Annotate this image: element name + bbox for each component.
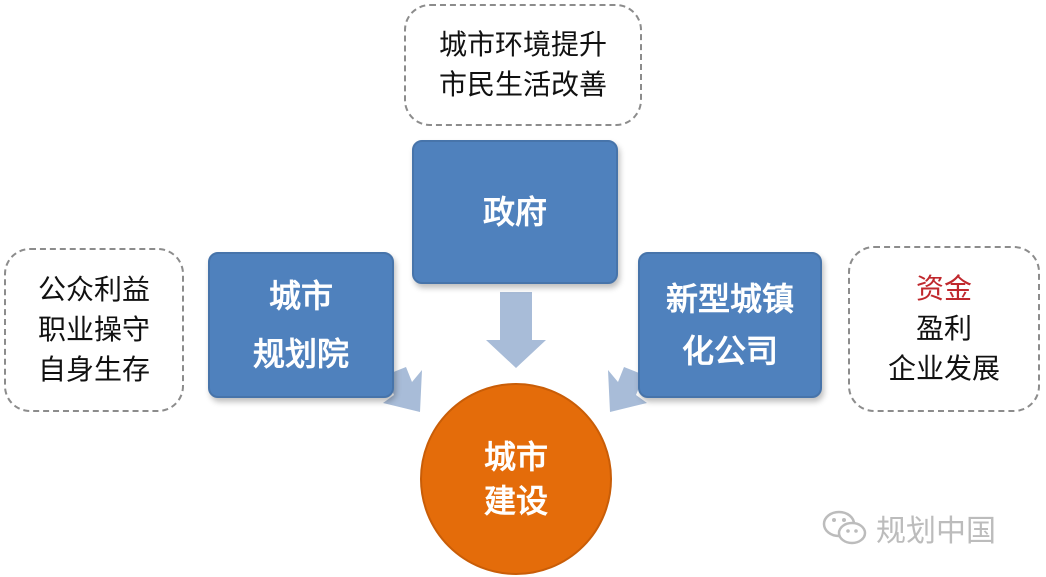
top-note-line: 城市环境提升: [438, 28, 607, 61]
planning-institute-box: 城市 规划院: [208, 252, 394, 398]
planning-institute-line: 规划院: [252, 335, 349, 373]
arrow-down-icon: [486, 292, 546, 368]
government-label: 政府: [482, 193, 547, 231]
right-note-line-highlight: 资金: [915, 272, 972, 305]
right-note: 资金 盈利 企业发展: [848, 246, 1040, 412]
left-note: 公众利益 职业操守 自身生存: [4, 248, 184, 412]
right-note-line: 企业发展: [887, 352, 1000, 385]
city-construction-line: 建设: [483, 482, 548, 520]
city-construction-line: 城市: [483, 438, 548, 476]
top-note-line: 市民生活改善: [438, 68, 607, 101]
urbanization-company-line: 新型城镇: [665, 280, 794, 318]
arrow-diagonal-right-icon: [608, 367, 647, 412]
right-note-line: 盈利: [915, 312, 972, 345]
urbanization-company-line: 化公司: [681, 332, 778, 370]
watermark: 规划中国: [822, 506, 996, 550]
left-note-line: 自身生存: [37, 353, 150, 386]
left-note-line: 公众利益: [37, 273, 150, 306]
city-construction-circle: 城市 建设: [420, 383, 612, 575]
urbanization-company-box: 新型城镇 化公司: [638, 252, 822, 398]
top-note: 城市环境提升 市民生活改善: [404, 4, 642, 126]
government-box: 政府: [412, 140, 618, 284]
wechat-icon: [822, 510, 867, 545]
planning-institute-line: 城市: [268, 277, 333, 315]
left-note-line: 职业操守: [37, 313, 150, 346]
watermark-text: 规划中国: [876, 514, 996, 549]
